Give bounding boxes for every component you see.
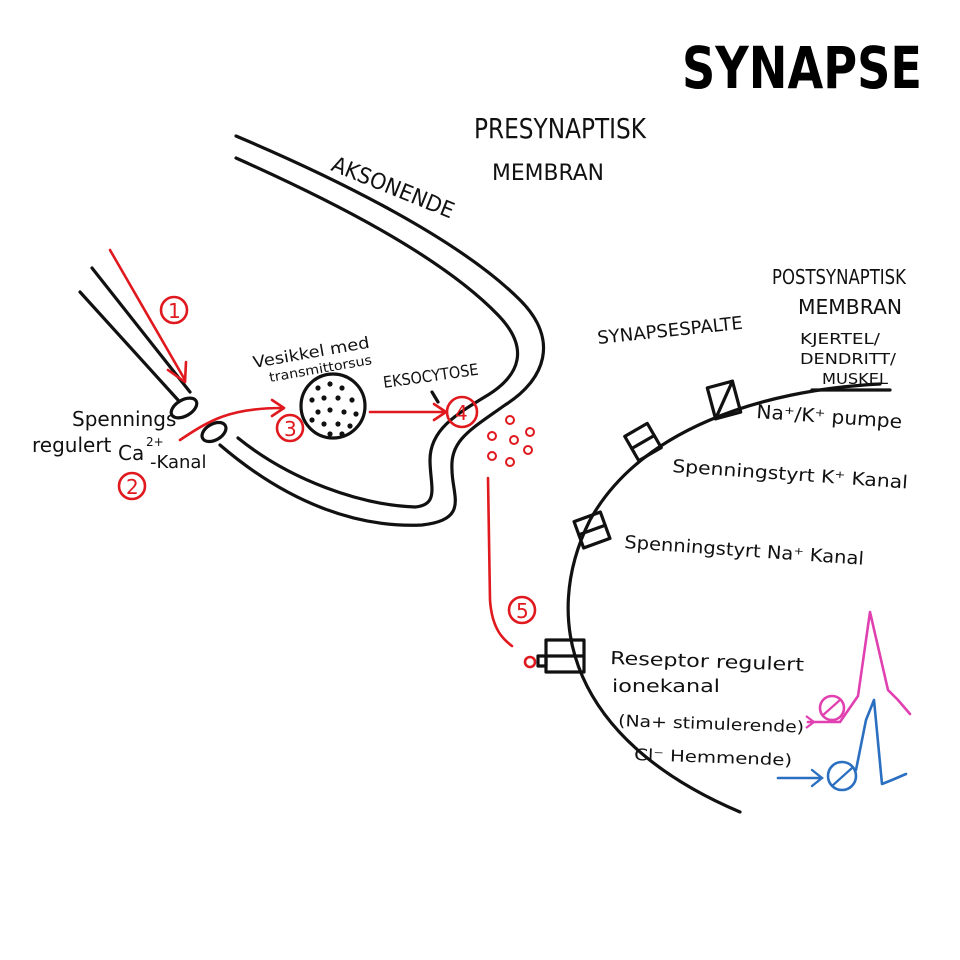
eksocytose-pointer	[430, 390, 440, 404]
incoming-axon-line-upper	[78, 290, 180, 402]
axon-end-cap	[169, 396, 199, 420]
label-postsynaptisk: POSTSYNAPTISK	[772, 265, 907, 289]
calcium-channel	[200, 420, 228, 444]
label-membran: MEMBRAN	[492, 161, 604, 186]
action-potential-arrowhead	[166, 360, 188, 384]
label-kjertel: KJERTEL/	[800, 330, 881, 348]
na-channel	[572, 510, 612, 550]
label-reseptor-line2: ionekanal	[612, 676, 720, 697]
transmitter-diffusion-path	[486, 476, 514, 648]
step-4-circle	[445, 395, 479, 429]
vesicle-transmitter-dots	[309, 381, 359, 437]
receptor-ion-channel	[536, 638, 586, 674]
inhibitory-potential	[776, 698, 908, 792]
step-3-number: 3	[284, 417, 297, 441]
label-post-membran: MEMBRAN	[798, 295, 902, 319]
label-na-k-pump: Na⁺/K⁺ pumpe	[756, 401, 903, 433]
na-k-pump	[705, 379, 743, 421]
title: SYNAPSE	[682, 34, 922, 102]
label-reseptor-line1: Reseptor regulert	[610, 648, 805, 676]
incoming-axon-line-lower	[90, 266, 192, 394]
step-2-circle	[117, 471, 147, 501]
label-k-kanal: Spenningstyrt K⁺ Kanal	[672, 456, 909, 493]
excitatory-potential	[805, 610, 912, 729]
label-eksocytose: EKSOCYTOSE	[382, 360, 480, 392]
label-regulert: regulert	[32, 433, 112, 457]
action-potential-arrow	[108, 248, 187, 382]
axon-terminal-inner-membrane	[234, 156, 520, 509]
label-presynaptisk: PRESYNAPTISK	[474, 112, 647, 145]
step-4-number: 4	[455, 401, 468, 425]
label-ca: Ca	[118, 441, 144, 465]
step-2-number: 2	[126, 475, 139, 499]
label-synapsespalte: SYNAPSESPALTE	[596, 313, 743, 349]
calcium-influx-arrowhead	[270, 398, 286, 418]
label-na-stimulerende: (Na+ stimulerende)	[618, 711, 805, 736]
step-1-number: 1	[168, 299, 181, 323]
step-1-circle	[159, 295, 189, 325]
bound-transmitter	[523, 655, 537, 669]
k-channel	[623, 421, 663, 463]
calcium-influx-arrow	[178, 406, 284, 442]
label-na-kanal: Spenningstyrt Na⁺ Kanal	[624, 532, 865, 570]
label-spennings: Spennings	[72, 407, 176, 431]
postsynaptic-membrane	[566, 382, 882, 814]
vesicle	[299, 372, 367, 440]
label-kanal: -Kanal	[150, 452, 206, 473]
step-5-number: 5	[516, 599, 529, 623]
label-ca-superscript: 2+	[146, 435, 164, 449]
step-3-circle	[275, 413, 305, 443]
step-5-circle	[507, 595, 537, 625]
axon-terminal-outer-membrane	[218, 134, 546, 527]
released-transmitters	[487, 415, 535, 467]
label-dendritt: DENDRITT/	[800, 350, 897, 368]
